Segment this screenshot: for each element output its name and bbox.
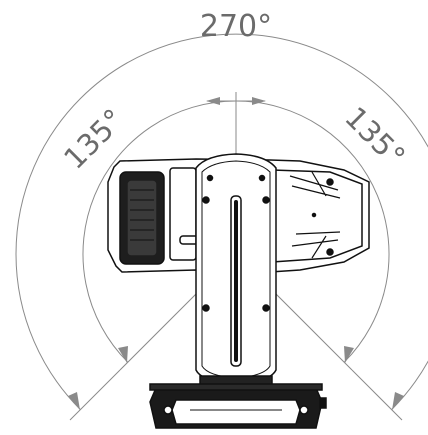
arrow-top-right	[252, 97, 266, 105]
arrow-outer-left	[68, 392, 80, 410]
base-front-panel	[171, 399, 301, 425]
moving-head-fixture	[107, 153, 370, 429]
top-angle-label: 270°	[200, 9, 272, 44]
diag-right-outer	[351, 369, 403, 421]
arrowheads	[68, 97, 404, 410]
inner-arc-left-135	[82, 100, 237, 363]
rear-vent-panel	[126, 179, 158, 257]
front-housing	[271, 169, 363, 263]
arrow-inner-right	[344, 346, 354, 363]
fixture-base	[149, 375, 327, 429]
diag-left-outer	[69, 369, 121, 421]
outer-arc-270	[15, 33, 428, 410]
front-ribs	[289, 171, 341, 259]
yoke-arm	[195, 153, 277, 385]
right-angle-label: 135°	[338, 100, 411, 173]
arrow-top-left	[206, 97, 220, 105]
inner-arc-right-135	[235, 100, 390, 363]
dimension-lines	[15, 33, 428, 421]
arrow-inner-left	[118, 346, 128, 363]
lamp-head	[107, 158, 370, 273]
arrow-outer-right	[392, 392, 404, 410]
